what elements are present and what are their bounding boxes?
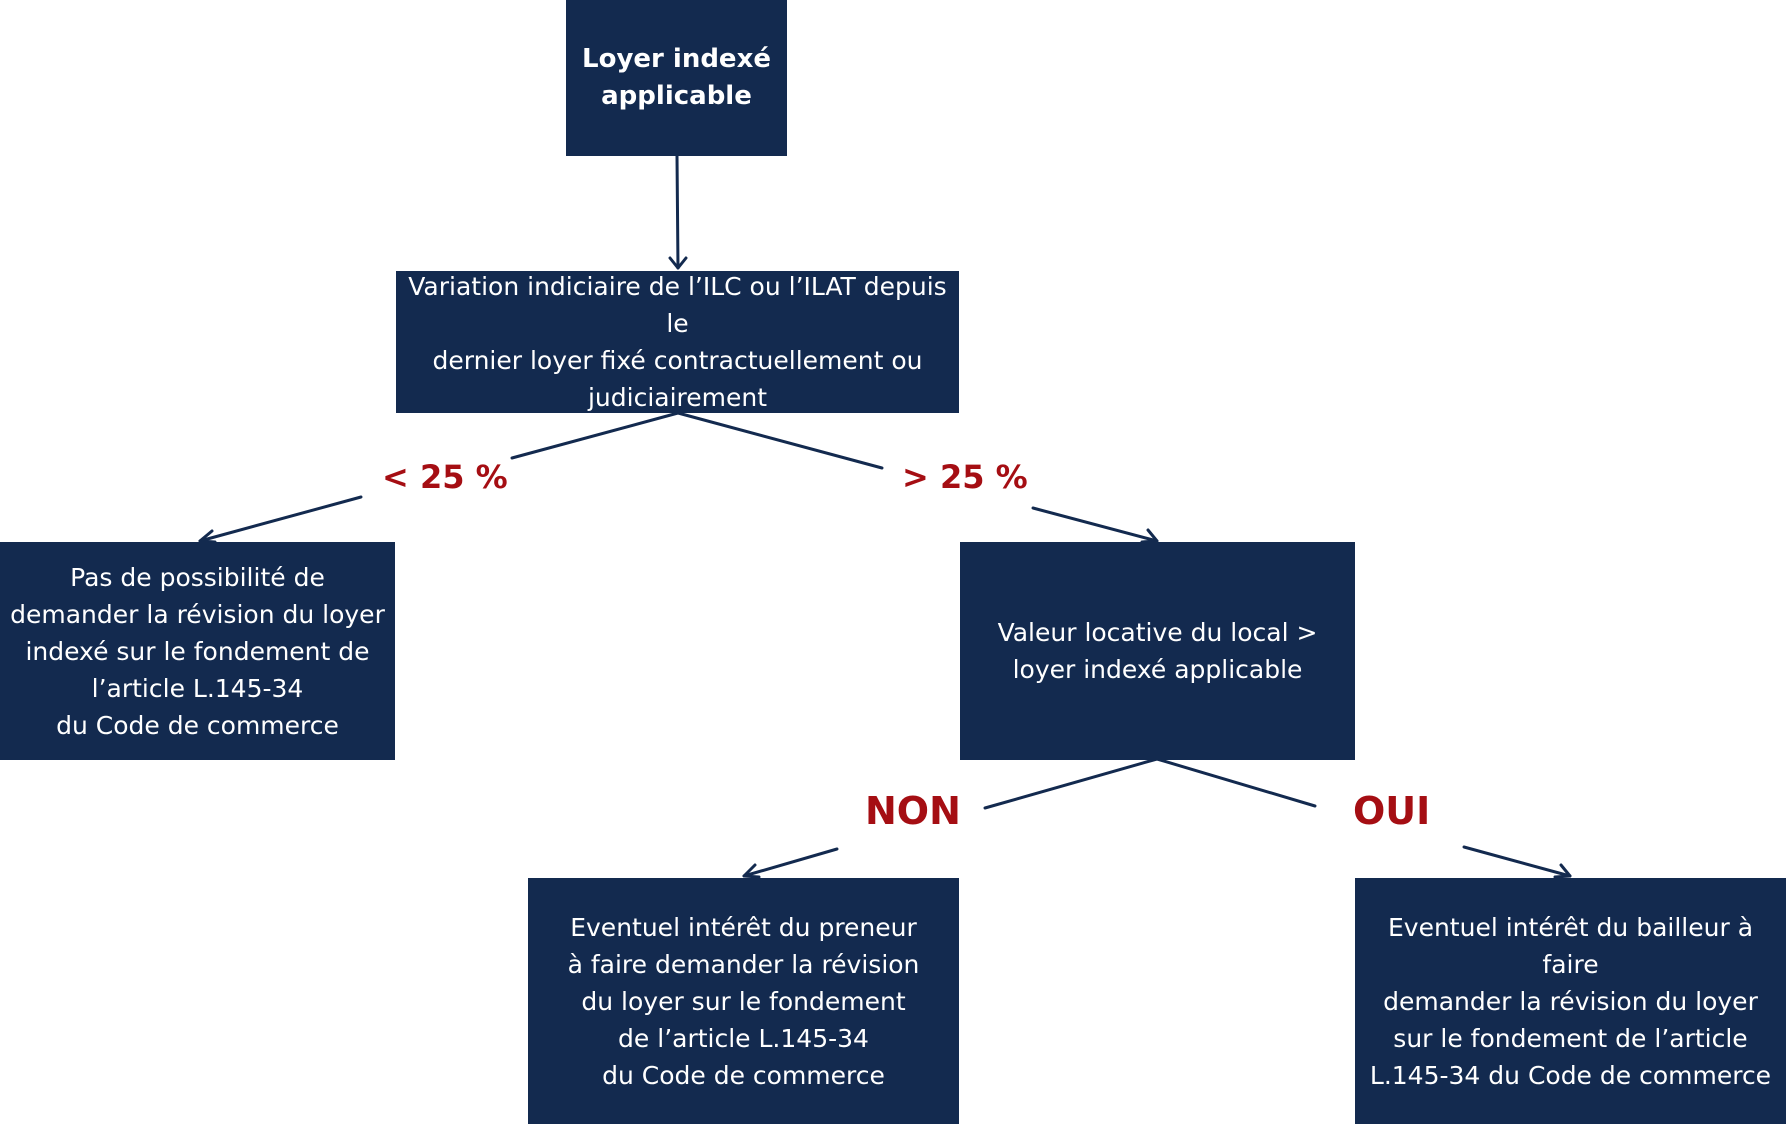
line-variation-to-more-label xyxy=(676,411,884,470)
edge-label-oui: OUI xyxy=(1353,789,1431,833)
node-tenant-interest: Eventuel intérêt du preneur à faire dema… xyxy=(528,878,959,1124)
edge-label-less-than-25: < 25 % xyxy=(382,458,508,496)
edge-label-more-than-25: > 25 % xyxy=(902,458,1028,496)
arrow-more-label-to-rental-value xyxy=(1031,506,1159,543)
arrow-oui-label-to-landlord xyxy=(1462,845,1572,878)
node-landlord-interest: Eventuel intérêt du bailleur à faire dem… xyxy=(1355,878,1786,1124)
arrowhead-tenant xyxy=(742,863,761,879)
arrowhead-no-revision xyxy=(198,529,217,544)
arrowhead-landlord xyxy=(1553,863,1572,879)
line-variation-to-less-label xyxy=(510,411,680,460)
edge-label-non: NON xyxy=(865,789,961,833)
node-variation: Variation indiciaire de l’ILC ou l’ILAT … xyxy=(396,271,959,413)
node-no-revision: Pas de possibilité de demander la révisi… xyxy=(0,542,395,760)
line-rental-value-to-non-label xyxy=(983,757,1159,810)
arrow-root-to-variation xyxy=(675,154,680,270)
arrow-non-label-to-tenant xyxy=(742,847,839,878)
arrowhead-rental-value xyxy=(1140,528,1159,544)
arrowhead-variation xyxy=(668,256,688,270)
arrow-less-label-to-no-revision xyxy=(198,495,363,543)
node-root: Loyer indexé applicable xyxy=(566,0,787,156)
line-rental-value-to-oui-label xyxy=(1155,757,1317,808)
node-rental-value: Valeur locative du local > loyer indexé … xyxy=(960,542,1355,760)
